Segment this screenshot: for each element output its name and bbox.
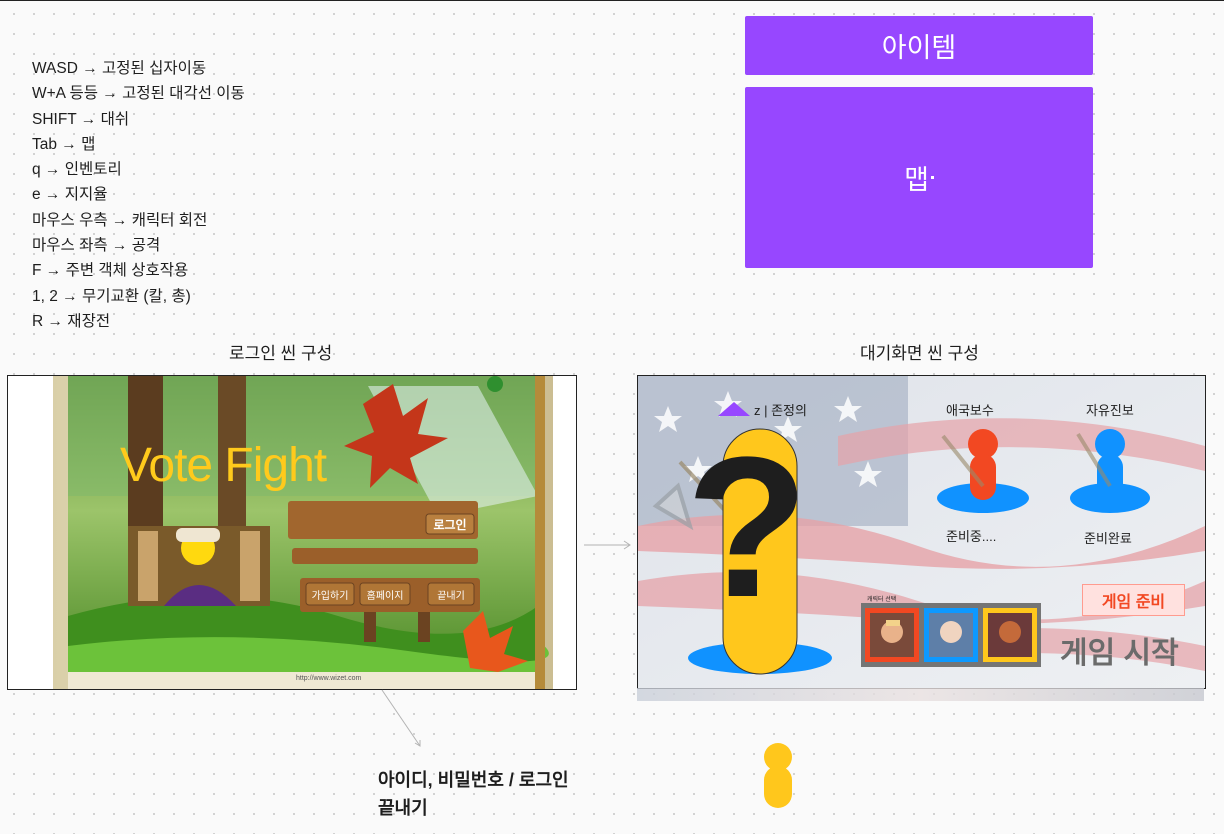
player3-label: 자유진보	[1086, 403, 1134, 418]
game-title: Vote Fight	[120, 439, 327, 492]
login-url: http://www.wizet.com	[296, 675, 362, 682]
lobby-scene-title: 대기화면 씬 구성	[860, 344, 979, 363]
login-note-line2: 끝내기	[378, 798, 428, 818]
exit-button[interactable]: 끝내기	[437, 591, 465, 602]
cursor-dot	[930, 176, 934, 179]
start-button[interactable]: 게임 시작	[1060, 637, 1179, 670]
controls-list: WASD → 고정된 십자이동 W+A 등등 → 고정된 대각선 이동 SHIF…	[32, 56, 245, 334]
item-panel[interactable]: 아이템	[745, 16, 1093, 75]
scene-arrow	[584, 540, 631, 550]
control-item: R → 재장전	[32, 312, 111, 330]
signup-button[interactable]: 가입하기	[311, 591, 349, 602]
control-item: q → 인벤토리	[32, 161, 122, 179]
homepage-button[interactable]: 홈페이지	[366, 591, 404, 602]
control-item: WASD → 고정된 십자이동	[32, 60, 207, 77]
control-item: 마우스 우측 → 캐릭터 회전	[32, 211, 208, 229]
item-panel-label: 아이템	[881, 33, 957, 63]
mystery-mark: ?	[686, 416, 809, 639]
lobby-scene-frame[interactable]: ? z | 존정의 애국보수 자유진보 준비중.... 준비완료 캐릭터 선택 …	[637, 375, 1206, 689]
lobby-image-bleed	[637, 688, 1204, 701]
control-item: 1, 2 → 무기교환 (칼, 총)	[32, 287, 191, 305]
login-note-line1: 아이디, 비밀번호 / 로그인	[378, 770, 569, 790]
lobby-scene-art	[638, 376, 1205, 688]
control-item: 마우스 좌측 → 공격	[32, 237, 161, 255]
top-border	[0, 0, 1224, 1]
note-connector	[381, 689, 421, 747]
control-item: SHIFT → 대쉬	[32, 110, 130, 128]
character-select-caption: 캐릭터 선택	[867, 597, 897, 603]
control-item: e → 지지율	[32, 186, 108, 204]
login-scene-art	[53, 376, 553, 689]
player2-label: 애국보수	[946, 403, 994, 418]
control-item: F → 주변 객체 상호작용	[32, 262, 189, 280]
map-panel[interactable]: 맵	[745, 87, 1093, 268]
player-label: z | 존정의	[754, 403, 807, 418]
player3-status: 준비완료	[1084, 531, 1132, 546]
login-note: 아이디, 비밀번호 / 로그인 끝내기	[378, 766, 569, 822]
ready-button[interactable]: 게임 준비	[1082, 584, 1185, 616]
control-item: W+A 등등 → 고정된 대각선 이동	[32, 85, 245, 103]
login-scene-frame[interactable]: Vote Fight 로그인 가입하기 홈페이지 끝내기 http://www.…	[7, 375, 577, 690]
player2-status: 준비중....	[946, 529, 997, 544]
login-scene-title: 로그인 씬 구성	[229, 344, 333, 363]
login-button[interactable]: 로그인	[433, 518, 467, 532]
map-panel-label: 맵	[904, 165, 929, 195]
player-figure-icon	[764, 743, 792, 808]
control-item: Tab → 맵	[32, 135, 96, 153]
